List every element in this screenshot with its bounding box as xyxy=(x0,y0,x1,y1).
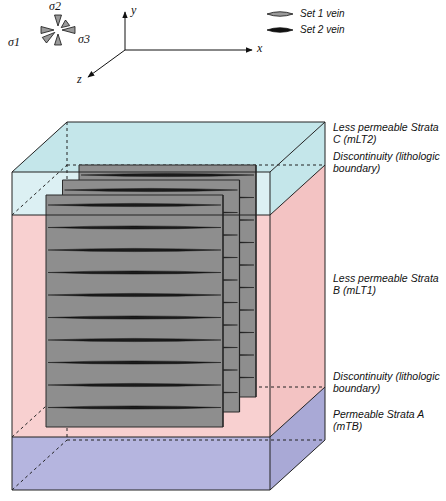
strata-label: Permeable Strata A (mTB) xyxy=(333,408,441,432)
strata-label: Discontinuity (lithologic boundary) xyxy=(333,150,441,174)
plane-edge xyxy=(255,165,256,397)
block-edge xyxy=(270,172,271,490)
strata-label: Discontinuity (lithologic boundary) xyxy=(333,370,441,394)
strata-a-side xyxy=(270,387,325,490)
strata-label: Less permeable Strata C (mLT2) xyxy=(333,121,441,145)
block-edge xyxy=(12,490,270,491)
set1-vein xyxy=(48,271,221,274)
lithologic-boundary xyxy=(270,387,325,437)
plane-edge xyxy=(222,195,223,427)
legend-item: Set 1 vein xyxy=(266,8,344,19)
lithologic-boundary xyxy=(270,165,325,215)
hidden-edge xyxy=(12,440,67,490)
hidden-edge xyxy=(67,440,325,441)
set1-vein xyxy=(48,316,221,319)
stress-label: σ1 xyxy=(8,36,20,50)
set1-vein xyxy=(48,226,221,229)
coordinate-axis xyxy=(125,50,252,51)
stress-arrow xyxy=(42,32,55,43)
stress-arrow xyxy=(55,15,62,26)
block-edge xyxy=(270,122,325,172)
axis-label: y xyxy=(131,4,136,18)
set1-vein xyxy=(48,338,221,341)
set2-vein-plane xyxy=(46,195,223,427)
set1-vein xyxy=(48,293,221,296)
vein-swatch xyxy=(266,25,294,35)
coordinate-axis xyxy=(125,12,126,50)
lithologic-boundary xyxy=(12,437,270,438)
stress-arrow xyxy=(62,27,75,34)
lithologic-boundary xyxy=(12,215,270,216)
axis-label: z xyxy=(77,73,82,87)
stress-label: σ2 xyxy=(49,0,61,14)
block-edge xyxy=(67,122,325,123)
legend-text: Set 2 vein xyxy=(300,24,344,35)
strata-a-front xyxy=(12,437,270,490)
stress-label: σ3 xyxy=(78,33,90,47)
set1-vein xyxy=(48,248,221,251)
stress-arrow xyxy=(61,20,69,28)
stress-arrow xyxy=(55,34,62,45)
block-edge xyxy=(325,122,326,440)
stress-arrow xyxy=(41,27,54,34)
set1-vein xyxy=(48,406,221,409)
block-edge xyxy=(12,172,13,490)
set1-vein xyxy=(48,203,221,206)
strata-label: Less permeable Strata B (mLT1) xyxy=(333,272,441,296)
axis-label: x xyxy=(257,42,262,56)
set1-vein xyxy=(81,173,254,176)
set1-vein xyxy=(48,383,221,386)
legend-text: Set 1 vein xyxy=(300,8,344,19)
block-edge xyxy=(270,440,325,490)
coordinate-axis xyxy=(88,50,125,77)
set1-vein xyxy=(65,188,238,191)
block-edge xyxy=(12,122,67,172)
vein-swatch xyxy=(266,9,294,19)
block-edge xyxy=(12,172,270,173)
legend-item: Set 2 vein xyxy=(266,24,344,35)
set1-vein xyxy=(48,361,221,364)
